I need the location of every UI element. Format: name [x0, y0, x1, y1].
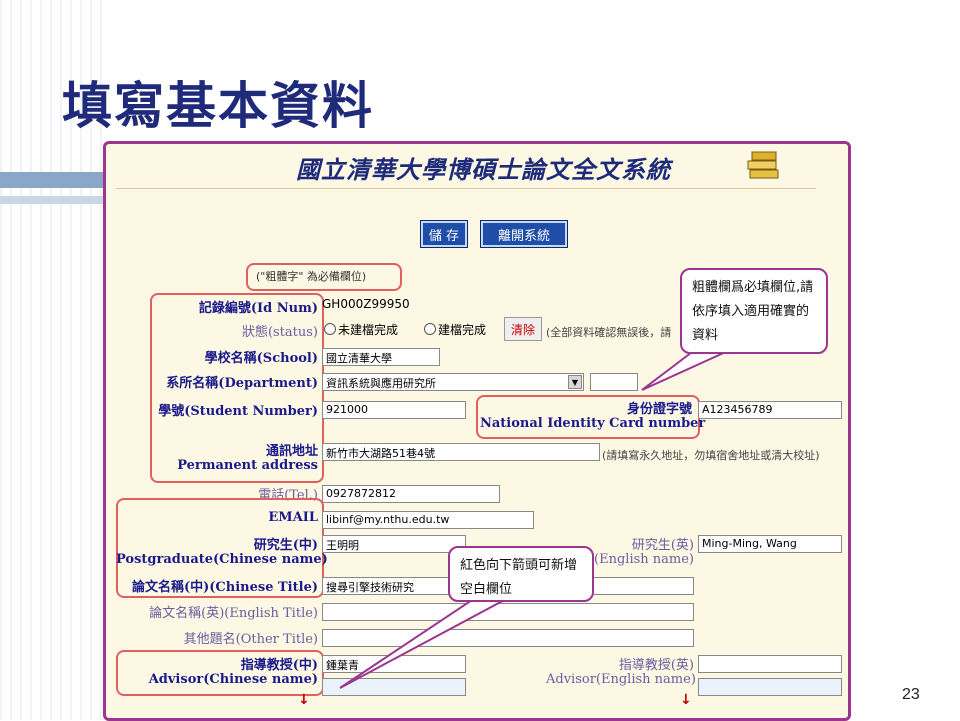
red-arrow-callout: 紅色向下箭頭可新增空白欄位	[448, 546, 594, 602]
address-input[interactable]: 新竹市大湖路51巷4號	[322, 443, 600, 461]
chinese-title-label: 論文名稱(中)(Chinese Title)	[131, 580, 318, 595]
address-label-zh: 通訊地址	[265, 444, 318, 459]
school-label: 學校名稱(School)	[204, 351, 318, 366]
dropdown-arrow-icon[interactable]: ▼	[568, 375, 582, 389]
slide-page-number: 23	[902, 686, 920, 703]
postgraduate-chinese-name-input[interactable]: 王明明	[322, 535, 466, 553]
english-title-label: 論文名稱(英)(English Title)	[149, 606, 318, 621]
english-title-input[interactable]	[322, 603, 694, 621]
id-num-value: GH000Z99950	[322, 297, 410, 311]
books-icon	[747, 151, 779, 179]
advisor-en-label-zh: 指導教授(英)	[618, 658, 694, 673]
address-note: (請填寫永久地址，勿填宿舍地址或清大校址)	[602, 449, 820, 462]
bold-note-highlight	[246, 263, 402, 291]
address-label-en: Permanent address	[177, 458, 318, 473]
department-select[interactable]: 資訊系統與應用研究所	[322, 373, 584, 391]
postgraduate-en-label: Postgraduate(Chinese name)	[116, 552, 328, 567]
clear-button[interactable]: 清除	[504, 317, 542, 341]
school-input[interactable]: 國立清華大學	[322, 348, 440, 366]
advisor-chinese-name-input-2[interactable]	[322, 678, 466, 696]
status-label: 狀態(status)	[241, 325, 318, 340]
postgraduate-english-label-zh: 研究生(英)	[631, 538, 694, 553]
required-fields-callout: 粗體欄爲必填欄位,請依序填入適用確實的資料	[680, 268, 828, 354]
department-extra-input[interactable]	[590, 373, 638, 391]
slide-title: 填寫基本資料	[62, 77, 374, 135]
advisor-zh-label-en: Advisor(Chinese name)	[148, 672, 318, 687]
save-button[interactable]: 儲 存	[420, 220, 468, 248]
status-radio-complete[interactable]	[424, 323, 436, 335]
email-label: EMAIL	[268, 510, 318, 525]
add-advisor-en-arrow-icon[interactable]: ↓	[680, 692, 692, 708]
tel-input[interactable]: 0927872812	[322, 485, 500, 503]
student-number-input[interactable]: 921000	[322, 401, 466, 419]
postgraduate-english-label-en: e(English name)	[586, 552, 694, 567]
status-radio-incomplete[interactable]	[324, 323, 336, 335]
advisor-en-label-en: Advisor(English name)	[546, 672, 696, 687]
status-note: (全部資料確認無誤後，請	[546, 326, 672, 339]
advisor-zh-label-zh: 指導教授(中)	[240, 658, 318, 673]
status-option-complete: 建檔完成	[438, 323, 487, 337]
advisor-highlight	[116, 650, 324, 696]
advisor-english-name-input[interactable]	[698, 655, 842, 673]
app-screenshot: 國立清華大學博碩士論文全文系統 儲 存 離開系統 ("粗體字" 為必備欄位) 記…	[103, 141, 851, 721]
other-title-label: 其他題名(Other Title)	[183, 632, 318, 647]
slide-accent-bar-thin	[0, 196, 106, 204]
email-input[interactable]: libinf@my.nthu.edu.tw	[322, 511, 534, 529]
national-id-label-en: National Identity Card number	[480, 416, 706, 431]
advisor-english-name-input-2[interactable]	[698, 678, 842, 696]
slide-accent-bar	[0, 172, 106, 188]
slide-background-pattern	[0, 0, 106, 720]
national-id-input[interactable]: A123456789	[698, 401, 842, 419]
advisor-chinese-name-input[interactable]: 鍾葉青	[322, 655, 466, 673]
exit-system-button[interactable]: 離開系統	[480, 220, 568, 248]
postgraduate-zh-label: 研究生(中)	[253, 538, 318, 553]
national-id-label-zh: 身份證字號	[626, 402, 692, 417]
department-value: 資訊系統與應用研究所	[326, 377, 436, 390]
title-divider	[116, 188, 816, 189]
status-option-incomplete: 未建檔完成	[338, 323, 399, 337]
department-label: 系所名稱(Department)	[166, 376, 318, 391]
postgraduate-english-name-input[interactable]: Ming-Ming, Wang	[698, 535, 842, 553]
bold-note: ("粗體字" 為必備欄位)	[256, 270, 367, 283]
student-number-label: 學號(Student Number)	[158, 404, 318, 419]
system-title: 國立清華大學博碩士論文全文系統	[296, 155, 671, 184]
add-advisor-zh-arrow-icon[interactable]: ↓	[298, 692, 310, 708]
id-num-label: 記錄編號(Id Num)	[198, 301, 318, 316]
